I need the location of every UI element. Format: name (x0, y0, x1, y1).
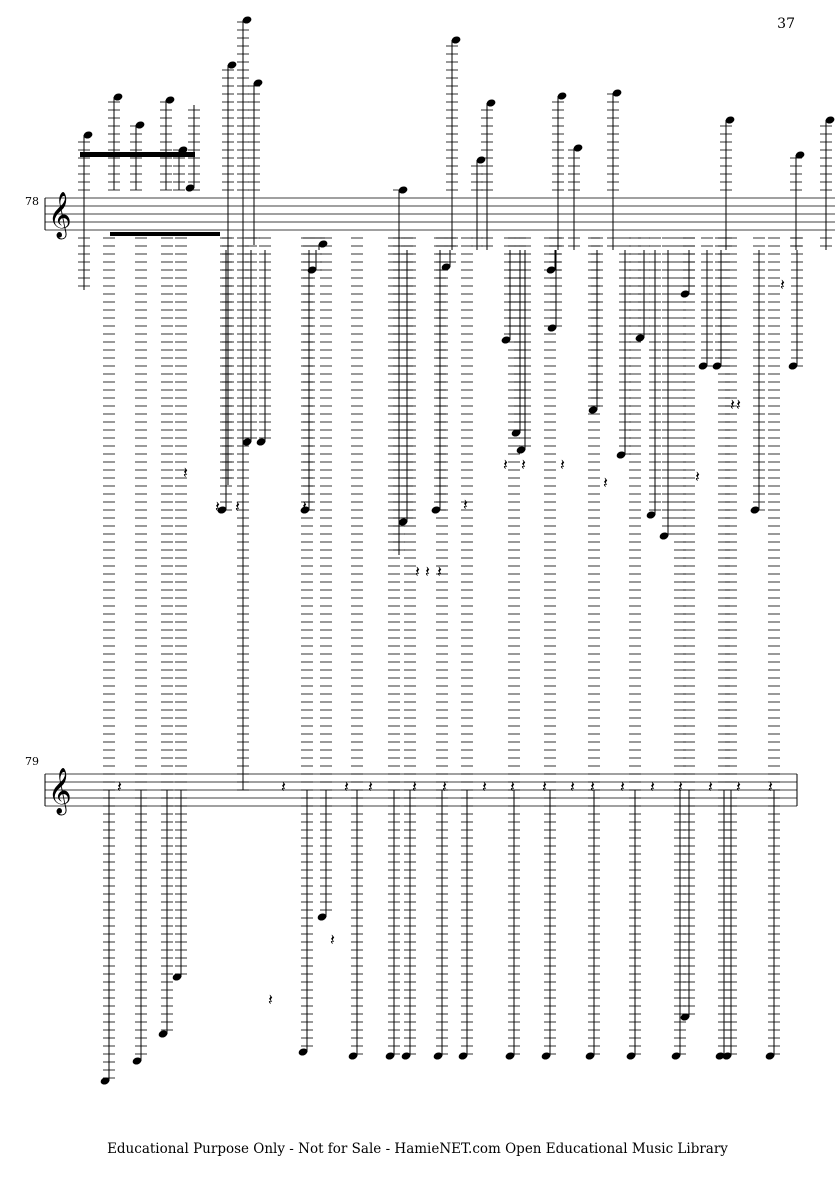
quarter-rest-icon: 𝄽 (650, 777, 655, 796)
quarter-rest-icon: 𝄽 (730, 395, 735, 414)
note-head (635, 334, 645, 342)
quarter-rest-icon: 𝄽 (368, 777, 373, 796)
note-head (486, 99, 496, 107)
measure-number-79: 79 (25, 755, 39, 768)
beam (80, 152, 195, 157)
note-head (398, 518, 408, 526)
quarter-rest-icon: 𝄽 (768, 777, 773, 796)
quarter-rest-icon: 𝄽 (330, 930, 335, 949)
quarter-rest-icon: 𝄽 (542, 777, 547, 796)
note-head (242, 438, 252, 446)
note-head (825, 116, 835, 124)
beam (110, 232, 220, 236)
quarter-rest-icon: 𝄽 (268, 990, 273, 1009)
note-head (158, 1030, 168, 1038)
quarter-rest-icon: 𝄽 (442, 777, 447, 796)
quarter-rest-icon: 𝄽 (570, 777, 575, 796)
note-head (227, 61, 237, 69)
quarter-rest-icon: 𝄽 (510, 777, 515, 796)
quarter-rest-icon: 𝄽 (302, 497, 307, 516)
quarter-rest-icon: 𝄽 (281, 777, 286, 796)
note-head (516, 446, 526, 454)
note-head (725, 116, 735, 124)
quarter-rest-icon: 𝄽 (620, 777, 625, 796)
quarter-rest-icon: 𝄽 (425, 562, 430, 581)
note-head (317, 913, 327, 921)
quarter-rest-icon: 𝄽 (603, 473, 608, 492)
quarter-rest-icon: 𝄽 (708, 777, 713, 796)
note-head (253, 79, 263, 87)
quarter-rest-icon: 𝄽 (183, 463, 188, 482)
note-head (612, 89, 622, 97)
quarter-rest-icon: 𝄽 (344, 777, 349, 796)
note-head (795, 151, 805, 159)
quarter-rest-icon: 𝄽 (695, 467, 700, 486)
treble-clef-icon: 𝄞 (48, 768, 72, 816)
note-head (557, 92, 567, 100)
footer-text: Educational Purpose Only - Not for Sale … (107, 1141, 728, 1157)
treble-clef-icon: 𝄞 (48, 192, 72, 240)
quarter-rest-icon: 𝄽 (590, 777, 595, 796)
quarter-rest-icon: 𝄽 (412, 777, 417, 796)
note-head (298, 1048, 308, 1056)
quarter-rest-icon: 𝄽 (117, 777, 122, 796)
quarter-rest-icon: 𝄽 (437, 562, 442, 581)
note-head (441, 263, 451, 271)
quarter-rest-icon: 𝄽 (736, 395, 741, 414)
note-head (680, 1013, 690, 1021)
note-head (588, 406, 598, 414)
measure-number-78: 78 (25, 195, 39, 208)
note-head (451, 36, 461, 44)
page-number: 37 (777, 16, 795, 32)
quarter-rest-icon: 𝄽 (235, 497, 240, 516)
note-head (135, 121, 145, 129)
quarter-rest-icon: 𝄽 (482, 777, 487, 796)
note-head (172, 973, 182, 981)
note-head (511, 429, 521, 437)
quarter-rest-icon: 𝄽 (780, 275, 785, 294)
quarter-rest-icon: 𝄽 (415, 562, 420, 581)
quarter-rest-icon: 𝄽 (736, 777, 741, 796)
quarter-rest-icon: 𝄽 (560, 455, 565, 474)
note-head (132, 1057, 142, 1065)
quarter-rest-icon: 𝄽 (521, 455, 526, 474)
note-head (100, 1077, 110, 1085)
note-head (616, 451, 626, 459)
quarter-rest-icon: 𝄽 (215, 497, 220, 516)
note-head (646, 511, 656, 519)
note-head (83, 131, 93, 139)
quarter-rest-icon: 𝄽 (503, 455, 508, 474)
note-head (256, 438, 266, 446)
quarter-rest-icon: 𝄽 (463, 495, 468, 514)
quarter-rest-icon: 𝄽 (678, 777, 683, 796)
note-head (113, 93, 123, 101)
